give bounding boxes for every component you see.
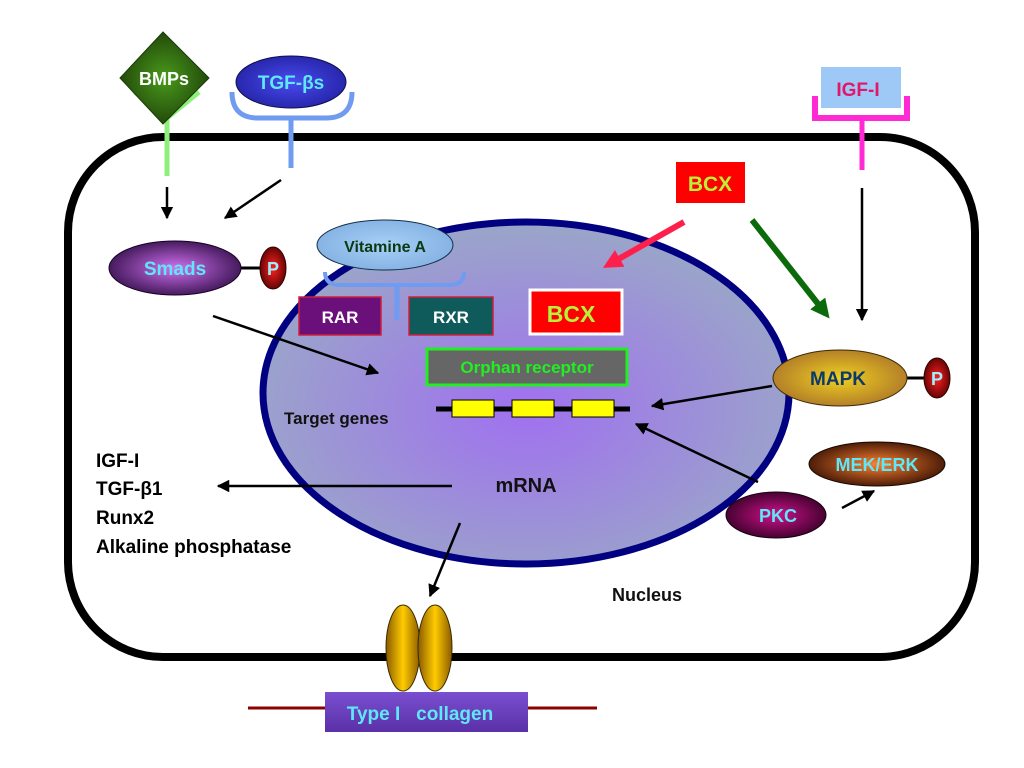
pkc-label: PKC [759, 506, 797, 526]
mapk-label: MAPK [810, 369, 866, 390]
smads-phospho [259, 246, 287, 290]
tgf-receptor [229, 91, 355, 168]
arrow-bcx-to-mapk [749, 218, 830, 319]
bmps-ligand: BMPs [119, 31, 210, 125]
tgf-ligand: TGF-βs [235, 55, 347, 109]
rxr-box: RXR [408, 296, 494, 336]
igf-label: IGF-I [836, 80, 879, 101]
product-item: TGF-β1 [96, 479, 163, 500]
gene-block [511, 399, 555, 418]
arrow-smads-to-genes [212, 314, 380, 376]
arrow-mapk-to-genes [650, 384, 773, 411]
target-genes-dna [436, 399, 630, 418]
products-list: IGF-I TGF-β1 Runx2 Alkaline phosphatase [96, 451, 291, 558]
rar-label: RAR [322, 308, 359, 327]
vitamin-a-complex: Vitamine A [316, 219, 466, 320]
tgf-label: TGF-βs [258, 73, 324, 94]
pkc-node: PKC [725, 491, 827, 539]
nucleus [259, 218, 793, 568]
rxr-label: RXR [433, 308, 469, 327]
igf-receptor [812, 96, 910, 170]
product-item: Runx2 [96, 508, 154, 529]
cell-membrane [64, 133, 979, 661]
smads-phospho-label: P [267, 259, 279, 279]
product-item: Alkaline phosphatase [96, 537, 291, 558]
collagen-label: Type I collagen [347, 704, 493, 725]
smads-label: Smads [144, 259, 206, 280]
mrna-label: mRNA [495, 475, 556, 497]
bcx-outer-label: BCX [688, 173, 732, 196]
arrow-mrna-to-collagen [428, 522, 462, 598]
membrane-channel [385, 604, 453, 692]
gene-block [451, 399, 495, 418]
arrow-pkc-to-mekerk [841, 489, 876, 510]
mek-erk-node: MEK/ERK [808, 441, 946, 487]
smads-complex: Smads P [108, 240, 287, 296]
vitamin-a-node [316, 219, 454, 271]
mapk-complex: MAPK P [772, 349, 951, 407]
nucleus-label: Nucleus [612, 585, 682, 605]
orphan-receptor-label: Orphan receptor [460, 358, 594, 377]
bmps-label: BMPs [139, 69, 189, 89]
type-i-collagen: Type I collagen [325, 692, 528, 732]
mek-erk-label: MEK/ERK [835, 455, 918, 475]
mapk-phospho-label: P [931, 369, 943, 389]
target-genes-label: Target genes [284, 409, 389, 428]
arrow-bcx-to-nucleus [602, 219, 686, 268]
vitamin-a-label: Vitamine A [344, 239, 426, 256]
gene-block [571, 399, 615, 418]
mapk-node [772, 349, 908, 407]
bcx-inner: BCX [528, 288, 624, 336]
igf-ligand: IGF-I [821, 67, 901, 108]
mapk-phospho [923, 357, 951, 399]
arrow-pkc-to-genes [634, 422, 759, 484]
smads-node [108, 240, 242, 296]
product-item: IGF-I [96, 451, 139, 472]
bcx-inner-label: BCX [547, 301, 596, 327]
rar-box: RAR [298, 296, 382, 336]
orphan-receptor: Orphan receptor [425, 347, 629, 387]
arrow-tgf-to-smads [223, 178, 282, 220]
bcx-outer: BCX [676, 162, 745, 203]
